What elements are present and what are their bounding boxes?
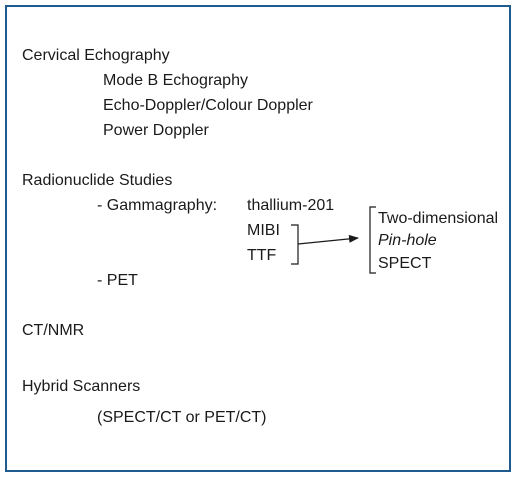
hybrid-scanners-detail: (SPECT/CT or PET/CT)	[97, 409, 267, 426]
pet-label: - PET	[97, 272, 138, 289]
ct-nmr-heading: CT/NMR	[22, 322, 85, 339]
hybrid-scanners-heading: Hybrid Scanners	[22, 378, 141, 395]
cervical-item-power-doppler: Power Doppler	[103, 122, 209, 139]
cervical-item-echo-doppler: Echo-Doppler/Colour Doppler	[103, 97, 313, 114]
gammagraphy-label: - Gammagraphy:	[97, 197, 218, 214]
cervical-item-mode-b: Mode B Echography	[103, 72, 248, 89]
tracer-thallium: thallium-201	[247, 197, 335, 214]
cervical-echography-heading: Cervical Echography	[22, 47, 170, 64]
radionuclide-studies-heading: Radionuclide Studies	[22, 172, 173, 189]
mode-two-dimensional: Two-dimensional	[378, 210, 499, 227]
tracer-ttf: TTF	[247, 247, 277, 264]
mode-spect: SPECT	[378, 255, 432, 272]
tracer-mibi: MIBI	[247, 222, 280, 239]
diagram-frame	[5, 5, 511, 472]
mode-pin-hole: Pin-hole	[378, 232, 437, 249]
